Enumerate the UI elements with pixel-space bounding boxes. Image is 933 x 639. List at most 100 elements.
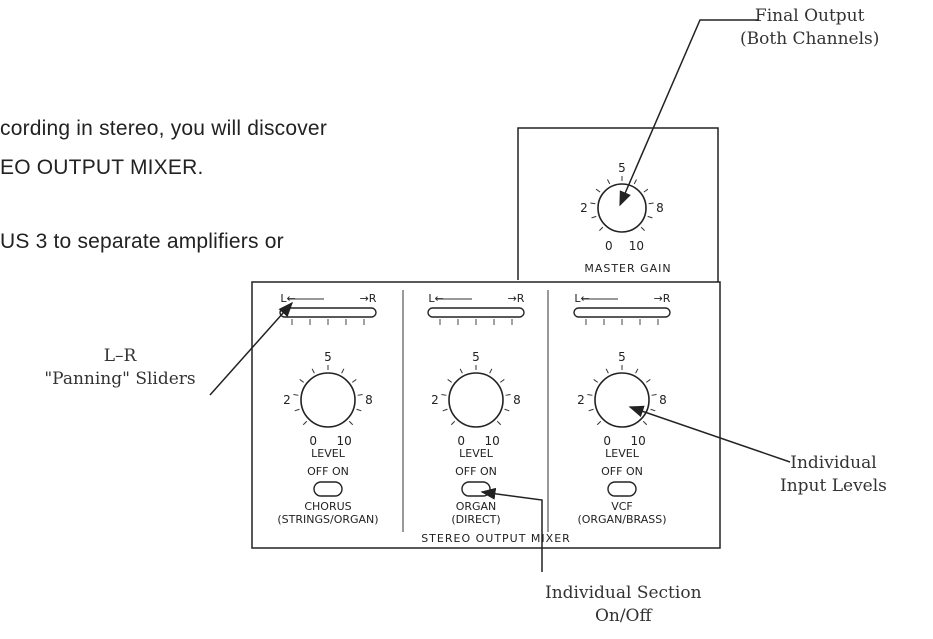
master-gain-tick — [633, 179, 637, 185]
master-gain-scale-8: 8 — [656, 201, 664, 215]
channel-sub-name: (STRINGS/ORGAN) — [277, 513, 378, 526]
panning-slider[interactable] — [427, 307, 525, 318]
level-scale-5: 5 — [618, 350, 626, 364]
level-tick — [299, 379, 305, 383]
level-label: LEVEL — [605, 447, 640, 460]
level-tick — [348, 420, 354, 426]
level-tick — [293, 394, 299, 396]
callout-section-onoff-line-1: Individual Section — [545, 583, 702, 603]
level-label: LEVEL — [311, 447, 346, 460]
level-scale-0: 0 — [457, 434, 465, 448]
body-text-line-2: EO OUTPUT MIXER. — [0, 156, 204, 179]
level-tick — [351, 379, 357, 383]
level-tick — [645, 379, 651, 383]
level-knob-dial[interactable] — [448, 372, 504, 428]
slider-right-label: →R — [508, 292, 525, 305]
level-knob-dial[interactable] — [300, 372, 356, 428]
level-tick — [605, 368, 609, 374]
level-scale-0: 0 — [309, 434, 317, 448]
master-gain-tick — [647, 215, 653, 219]
level-scale-8: 8 — [513, 393, 521, 407]
stereo-output-mixer-panel — [251, 281, 721, 549]
level-tick — [593, 379, 599, 383]
callout-panning-line-2: "Panning" Sliders — [44, 368, 196, 389]
on-off-switch[interactable] — [313, 481, 343, 497]
callout-final-output: Final Output (Both Channels) — [740, 5, 879, 51]
level-tick — [504, 408, 510, 412]
level-tick — [341, 368, 345, 374]
level-tick — [356, 408, 362, 412]
level-tick — [302, 420, 308, 426]
level-tick — [499, 379, 505, 383]
panning-slider[interactable] — [279, 307, 377, 318]
master-gain-tick — [607, 179, 611, 185]
level-tick — [441, 394, 447, 396]
master-gain-scale-5: 5 — [618, 161, 626, 175]
level-tick — [294, 408, 300, 412]
leader-section-onoff — [480, 487, 543, 572]
master-gain-knob-dial[interactable] — [597, 183, 647, 233]
slider-right-label: →R — [360, 292, 377, 305]
channel-sub-name: (ORGAN/BRASS) — [577, 513, 666, 526]
slider-right-label: →R — [654, 292, 671, 305]
leader-final-output — [619, 19, 758, 207]
master-gain-tick — [640, 226, 645, 231]
leader-panning-sliders — [209, 301, 293, 396]
level-label: LEVEL — [459, 447, 494, 460]
level-tick — [505, 394, 511, 396]
level-scale-8: 8 — [659, 393, 667, 407]
on-off-label: OFF ON — [307, 465, 349, 478]
level-tick — [642, 420, 648, 426]
level-scale-2: 2 — [283, 393, 291, 407]
level-scale-5: 5 — [324, 350, 332, 364]
level-scale-2: 2 — [577, 393, 585, 407]
callout-final-output-line-2: (Both Channels) — [740, 28, 880, 49]
level-tick — [651, 394, 657, 396]
panning-slider[interactable] — [573, 307, 671, 318]
level-scale-8: 8 — [365, 393, 373, 407]
level-scale-10: 10 — [337, 434, 352, 448]
master-gain-scale-2: 2 — [580, 201, 588, 215]
level-scale-2: 2 — [431, 393, 439, 407]
master-gain-tick — [590, 202, 596, 205]
on-off-label: OFF ON — [601, 465, 643, 478]
master-gain-panel-outline — [517, 127, 719, 282]
master-gain-tick — [595, 188, 601, 193]
level-tick — [635, 368, 639, 374]
level-tick — [496, 420, 502, 426]
level-tick — [357, 394, 363, 396]
level-tick — [450, 420, 456, 426]
level-scale-10: 10 — [631, 434, 646, 448]
level-tick — [587, 394, 593, 396]
level-knob-dial[interactable] — [594, 372, 650, 428]
on-off-switch[interactable] — [461, 481, 491, 497]
channel-sub-name: (DIRECT) — [451, 513, 500, 526]
callout-input-levels-line-1: Individual — [790, 453, 877, 473]
level-tick — [459, 368, 463, 374]
level-tick — [442, 408, 448, 412]
level-tick — [447, 379, 453, 383]
stereo-output-mixer-label: STEREO OUTPUT MIXER — [421, 532, 571, 545]
callout-input-levels-line-2: Input Levels — [780, 475, 887, 496]
callout-panning-line-1: L–R — [103, 346, 137, 366]
level-tick — [311, 368, 315, 374]
master-gain-scale-10: 10 — [629, 239, 644, 253]
channel-name: ORGAN — [456, 500, 497, 513]
level-scale-0: 0 — [603, 434, 611, 448]
body-text-line-3: US 3 to separate amplifiers or — [0, 230, 284, 253]
master-gain-label: MASTER GAIN — [584, 262, 671, 275]
level-scale-10: 10 — [485, 434, 500, 448]
callout-panning-sliders: L–R "Panning" Sliders — [20, 345, 220, 391]
callout-input-levels: Individual Input Levels — [780, 452, 887, 498]
level-scale-5: 5 — [472, 350, 480, 364]
level-tick — [489, 368, 493, 374]
callout-section-onoff-line-2: On/Off — [594, 605, 652, 626]
on-off-switch[interactable] — [607, 481, 637, 497]
channel-name: CHORUS — [304, 500, 351, 513]
